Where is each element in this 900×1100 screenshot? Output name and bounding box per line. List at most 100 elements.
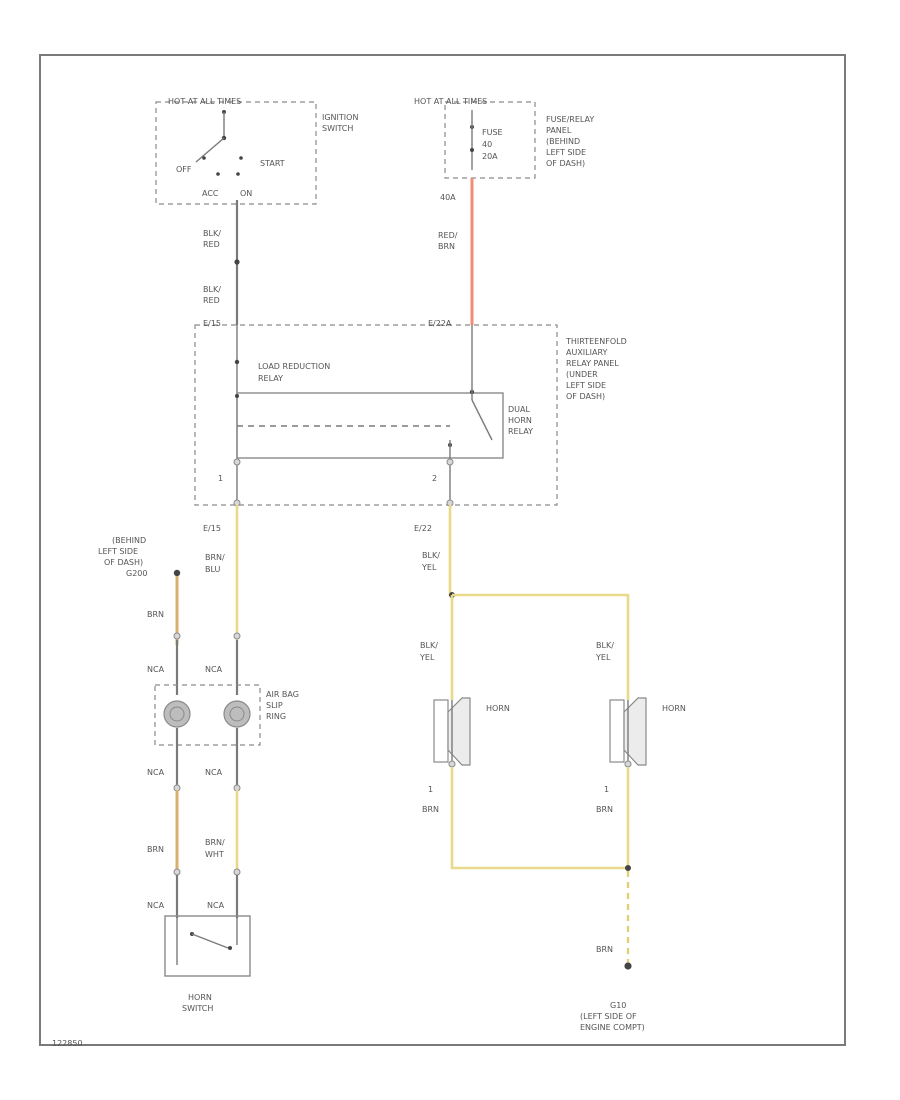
horn-relay-1: DUAL: [508, 405, 530, 414]
ground-left-1: (BEHIND: [112, 536, 146, 545]
diagram-id: 122850: [52, 1039, 83, 1048]
ground-left-4: G200: [126, 569, 147, 578]
slip-ring-1: AIR BAG: [266, 690, 299, 699]
relay-panel-box: [194, 324, 558, 506]
relay-name-4: (UNDER: [566, 370, 598, 379]
nca-6: NCA: [207, 901, 225, 910]
horn-a: HORN 1: [428, 697, 510, 794]
wire-brn-blu-1: BRN/: [205, 553, 225, 562]
wire-brn-left: BRN: [147, 610, 164, 619]
ignition-name-line1: IGNITION: [322, 113, 358, 122]
slip-ring-right: [223, 700, 251, 728]
horn-relay-2: HORN: [508, 416, 532, 425]
wire-blk-yel-2: YEL: [421, 563, 437, 572]
diagram-frame: [39, 54, 846, 1046]
horn-b-connector: [624, 760, 632, 768]
ignition-acc: ACC: [202, 189, 219, 198]
fuse-label-2: 40: [482, 140, 492, 149]
slip-ring-right-inner: [229, 706, 245, 722]
relay-name-3: RELAY PANEL: [566, 359, 619, 368]
air-bag-slip-ring: AIR BAG SLIP RING: [154, 684, 299, 746]
relay-node-a: [235, 394, 239, 398]
ignition-on-contact: [236, 172, 240, 176]
relay-name-2: AUXILIARY: [566, 348, 608, 357]
horn-b: HORN 1: [604, 697, 686, 794]
fuse-header: HOT AT ALL TIMES: [414, 97, 487, 106]
nca-4: NCA: [205, 768, 223, 777]
ignition-start-contact: [239, 156, 243, 160]
relay-pin2-connector: [446, 458, 454, 466]
fuse-panel-4: LEFT SIDE: [546, 148, 586, 157]
ignition-blade: [195, 137, 225, 163]
horn-b-pin: 1: [604, 785, 609, 794]
horn-relay-contact: [471, 399, 493, 441]
relay-term-bottom-left: E/15: [203, 524, 221, 533]
fuse-label-1: FUSE: [482, 128, 503, 137]
horn-relay-3: RELAY: [508, 427, 533, 436]
nca-1: NCA: [147, 665, 165, 674]
load-relay-1: LOAD REDUCTION: [258, 362, 330, 371]
fuse-label-3: 20A: [482, 152, 498, 161]
ground-right-point: [624, 962, 632, 970]
wire-brn-horn-a: BRN: [422, 805, 439, 814]
wire-blk-yel-b-1: BLK/: [596, 641, 614, 650]
horn-switch-1: HORN: [188, 993, 212, 1002]
nca-3: NCA: [147, 768, 165, 777]
horn-switch-contact: [228, 946, 232, 950]
wire-blk-yel-a-1: BLK/: [420, 641, 438, 650]
wire-brn-horn-b: BRN: [596, 805, 613, 814]
conn-right-3: [233, 868, 241, 876]
wire-blk-yel-1: BLK/: [422, 551, 440, 560]
wire-brn-ground-label: BRN: [596, 945, 613, 954]
conn-right-1: [233, 632, 241, 640]
fuse-panel-5: OF DASH): [546, 159, 585, 168]
horn-a-pin: 1: [428, 785, 433, 794]
wire-blk-red-b-2: RED: [203, 296, 220, 305]
wire-red-brn-2: BRN: [438, 242, 455, 251]
fuse-panel-2: PANEL: [546, 126, 572, 135]
slip-ring-left-inner: [169, 706, 185, 722]
horn-a-label: HORN: [486, 704, 510, 713]
ignition-switch: HOT AT ALL TIMES IGNITION SWITCH OFF STA…: [155, 97, 358, 205]
wire-brn-blu-2: BLU: [205, 565, 221, 574]
slip-ring-box: [154, 684, 261, 746]
relay-pin-1: 1: [218, 474, 223, 483]
horn-switch-box: [164, 915, 251, 977]
wire-brn-left2: BRN: [147, 845, 164, 854]
fuse-node-bottom: [470, 148, 474, 152]
slip-ring-3: RING: [266, 712, 286, 721]
fuse-panel-1: FUSE/RELAY: [546, 115, 594, 124]
slip-ring-2: SLIP: [266, 701, 283, 710]
ground-left-2: LEFT SIDE: [98, 547, 138, 556]
horn-b-body: [609, 699, 625, 763]
wire-brn-wht-1: BRN/: [205, 838, 225, 847]
relay-left-node: [234, 359, 240, 365]
conn-left-3: [173, 868, 181, 876]
fuse-terminal: 40A: [440, 193, 456, 202]
fuse-block: HOT AT ALL TIMES FUSE 40 20A FUSE/RELAY …: [414, 97, 594, 202]
fuse-panel-3: (BEHIND: [546, 137, 580, 146]
wire-horn-b-feed: [452, 593, 630, 700]
ignition-acc-contact: [216, 172, 220, 176]
ground-left-point: [173, 569, 181, 577]
splice-blk-red: [234, 259, 240, 265]
wire-blk-yel-a-2: YEL: [419, 653, 435, 662]
relay-panel: E/15 E/22A THIRTEENFOLD AUXILIARY RELAY …: [194, 319, 627, 507]
slip-ring-left: [163, 700, 191, 728]
ground-right-3: ENGINE COMPT): [580, 1023, 645, 1032]
horn-switch-blade: [191, 933, 229, 949]
nca-5: NCA: [147, 901, 165, 910]
ignition-on: ON: [240, 189, 252, 198]
ignition-name-line2: SWITCH: [322, 124, 353, 133]
ignition-start: START: [260, 159, 285, 168]
conn-left-1: [173, 632, 181, 640]
relay-pin1-connector: [233, 458, 241, 466]
horn-a-bell: [447, 697, 471, 766]
wire-blk-red-a-1: BLK/: [203, 229, 221, 238]
ignition-off: OFF: [176, 165, 192, 174]
wire-blk-yel-b-2: YEL: [595, 653, 611, 662]
ignition-off-contact: [202, 156, 206, 160]
relay-term-bottom-right: E/22: [414, 524, 432, 533]
relay-name-1: THIRTEENFOLD: [565, 337, 627, 346]
